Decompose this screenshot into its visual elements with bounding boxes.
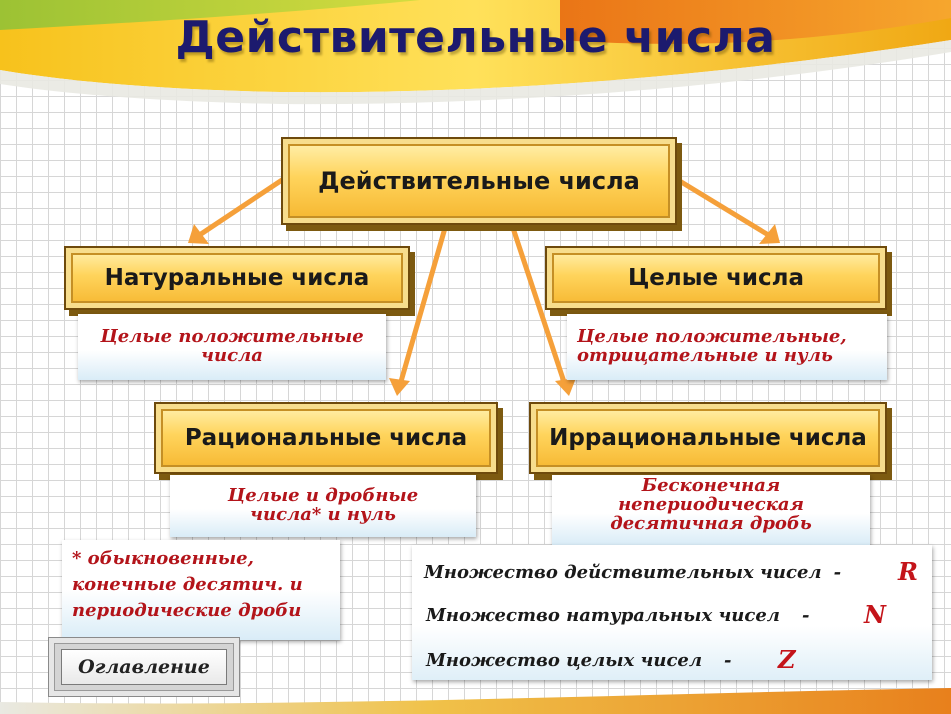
desc-natural-line1: Целые положительные <box>100 326 364 348</box>
set-dash-integer: - <box>724 649 732 671</box>
arrow-to-rational <box>397 225 448 388</box>
box-irrational-numbers: Иррациональные числа <box>529 402 887 474</box>
set-symbol-natural: N <box>864 600 886 629</box>
footer-strip <box>0 688 951 714</box>
desc-natural-line2: числа <box>201 345 263 366</box>
page-title: Действительные числа <box>175 12 776 63</box>
arrowhead-rational <box>389 378 410 396</box>
set-symbol-real: R <box>898 557 918 586</box>
footnote-line1: * обыкновенные, <box>72 548 254 569</box>
desc-irrational-line3: десятичная дробь <box>610 512 812 534</box>
header-banner: Действительные числа <box>0 0 951 110</box>
desc-irrational-line2: непериодическая <box>618 493 804 515</box>
arrow-to-integer <box>675 177 773 239</box>
set-label-real: Множество действительных чисел <box>424 561 822 583</box>
desc-rational-line2: числа* и нуль <box>250 504 396 525</box>
contents-button[interactable]: Оглавление <box>48 637 240 697</box>
footnote-line2: конечные десятич. и <box>72 574 303 596</box>
box-real-numbers: Действительные числа <box>281 137 677 225</box>
arrow-to-natural <box>195 177 285 239</box>
arrowhead-natural <box>188 224 209 244</box>
desc-integer-line2: отрицательные и нуль <box>577 345 833 366</box>
banner-swoosh <box>0 0 951 105</box>
set-label-natural: Множество натуральных чисел <box>426 604 780 626</box>
arrowhead-integer <box>759 224 780 244</box>
desc-integer-line1: Целые положительные, <box>577 326 847 348</box>
box-natural-numbers: Натуральные числа <box>64 246 410 310</box>
set-dash-natural: - <box>801 604 810 626</box>
set-row-real: Множество действительных чисел - <box>424 554 841 590</box>
set-dash-real: - <box>833 561 842 583</box>
desc-rational: Целые и дробные числа* и нуль <box>170 475 476 537</box>
set-notation-panel: Множество действительных чисел - R Множе… <box>412 545 932 680</box>
desc-integer: Целые положительные, отрицательные и нул… <box>567 314 887 380</box>
set-symbol-integer: Z <box>778 645 796 674</box>
arrowhead-irrational <box>555 378 576 396</box>
arrow-to-irrational <box>510 225 568 388</box>
contents-button-label: Оглавление <box>61 649 227 685</box>
set-label-integer: Множество целых чисел <box>426 649 703 671</box>
box-rational-numbers: Рациональные числа <box>154 402 498 474</box>
set-row-integer: Множество целых чисел - <box>426 642 732 678</box>
set-row-natural: Множество натуральных чисел - <box>426 597 809 633</box>
desc-natural: Целые положительные числа <box>78 314 386 380</box>
desc-rational-line1: Целые и дробные <box>227 485 419 507</box>
footnote-box: * обыкновенные, конечные десятич. и пери… <box>62 540 340 640</box>
footnote-line3: периодические дроби <box>72 600 302 622</box>
desc-irrational-line1: Бесконечная <box>641 475 781 496</box>
box-integer-numbers: Целые числа <box>545 246 887 310</box>
desc-irrational: Бесконечная непериодическая десятичная д… <box>552 475 870 545</box>
